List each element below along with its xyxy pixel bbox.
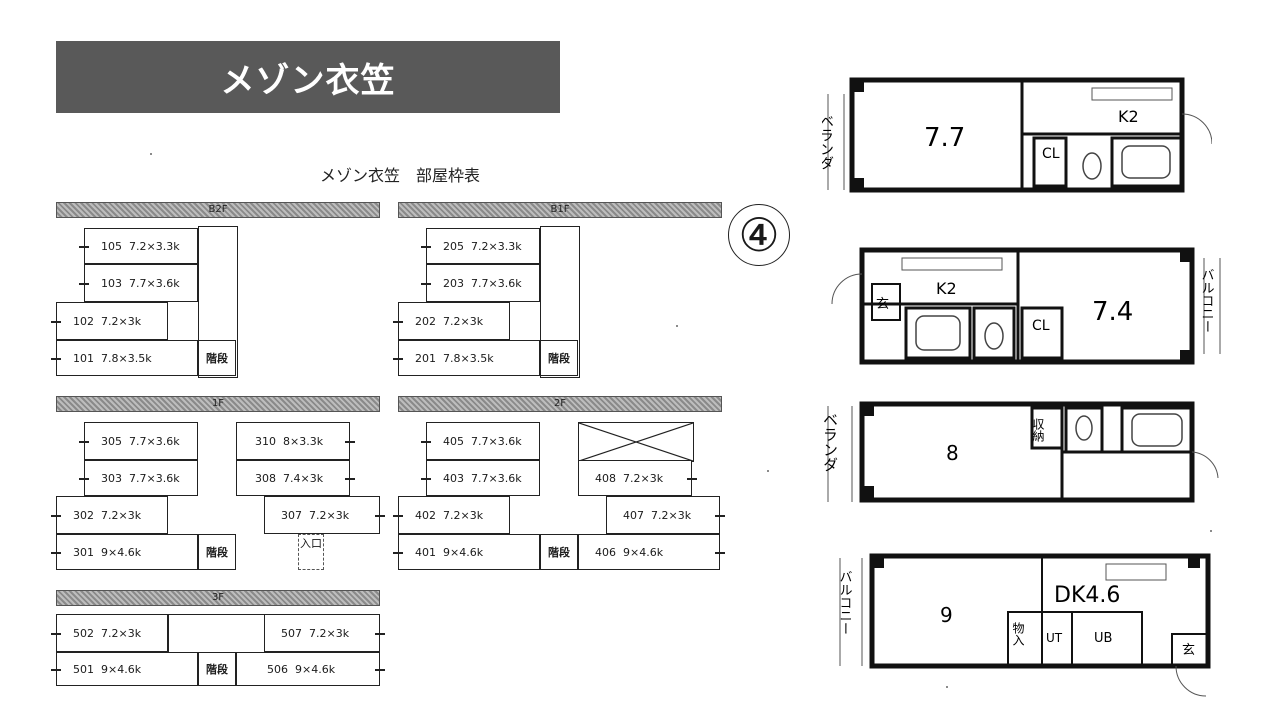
room-502: 502 7.2×3k (51, 614, 168, 652)
circled-number-badge: ④ (728, 204, 790, 266)
label-unit-bath: UB (1094, 631, 1112, 646)
room-201: 201 7.8×3.5k (393, 340, 540, 376)
building-outline (540, 226, 580, 378)
label-room-size: 9 (940, 603, 953, 627)
room-301: 301 9×4.6k (51, 534, 198, 570)
scan-speck (150, 153, 152, 155)
label-room-size: 7.4 (1092, 297, 1133, 327)
stairs: 階段 (198, 652, 236, 686)
label-room-size: 7.7 (924, 123, 965, 153)
room-405: 405 7.7×3.6k (421, 422, 540, 460)
room-303: 303 7.7×3.6k (79, 460, 198, 496)
floor-label-3f: 3F (56, 590, 380, 606)
floor-plan-9: バルコニー 9 DK4.6 物入 UT UB 玄 (837, 553, 1211, 697)
label-entrance: 玄 (1182, 643, 1195, 658)
room-308: 308 7.4×3k (236, 460, 355, 496)
room-307: 307 7.2×3k (264, 496, 385, 534)
label-closet: CL (1042, 146, 1060, 162)
stairs: 階段 (540, 534, 578, 570)
room-408: 408 7.2×3k (578, 460, 697, 496)
room-105: 105 7.2×3.3k (79, 228, 198, 264)
label-kitchen: K2 (1118, 107, 1139, 126)
label-storage: 収納 (1031, 418, 1045, 442)
room-310: 310 8×3.3k (236, 422, 355, 460)
room-403: 403 7.7×3.6k (421, 460, 540, 496)
room-506: 506 9×4.6k (236, 652, 385, 686)
room-406: 406 9×4.6k (578, 534, 725, 570)
label-kitchen: K2 (936, 279, 957, 298)
room-103: 103 7.7×3.6k (79, 264, 198, 302)
room-302: 302 7.2×3k (51, 496, 168, 534)
label-storage: 物入 (1011, 622, 1025, 646)
stairs: 階段 (198, 340, 236, 376)
room-205: 205 7.2×3.3k (421, 228, 540, 264)
room-501: 501 9×4.6k (51, 652, 198, 686)
entrance-marker: 入口 (298, 534, 324, 570)
diagram-subtitle: メゾン衣笠 部屋枠表 (319, 166, 480, 185)
stairs: 階段 (540, 340, 578, 376)
label-dining-kitchen: DK4.6 (1054, 583, 1120, 608)
stairs: 階段 (198, 534, 236, 570)
label-veranda: ベランダ (822, 114, 834, 170)
floor-plan-7-7: ベランダ 7.7 K2 CL (822, 77, 1212, 193)
corridor-outline (168, 614, 266, 654)
label-closet: CL (1032, 318, 1050, 334)
room-202: 202 7.2×3k (393, 302, 510, 340)
label-entrance: 玄 (876, 297, 889, 312)
label-veranda: ベランダ (822, 412, 839, 472)
floor-label-b2f: B2F (56, 202, 380, 218)
scan-speck (767, 470, 769, 472)
building-outline (198, 226, 238, 378)
room-401: 401 9×4.6k (393, 534, 540, 570)
floor-label-2f: 2F (398, 396, 722, 412)
room-305: 305 7.7×3.6k (79, 422, 198, 460)
title-banner: メゾン衣笠 (56, 41, 560, 113)
room-507: 507 7.2×3k (264, 614, 385, 652)
label-utility: UT (1046, 631, 1063, 645)
floor-label-1f: 1F (56, 396, 380, 412)
scan-speck (946, 686, 948, 688)
crossed-out-unit (578, 422, 694, 462)
page-title: メゾン衣笠 (220, 60, 396, 101)
scan-speck (1210, 530, 1212, 532)
label-balcony: バルコニー (1199, 268, 1215, 333)
floor-label-b1f: B1F (398, 202, 722, 218)
room-102: 102 7.2×3k (51, 302, 168, 340)
room-402: 402 7.2×3k (393, 496, 510, 534)
floor-plan-7-4: 玄 K2 CL 7.4 バルコニー (831, 247, 1221, 365)
scan-speck (676, 325, 678, 327)
room-203: 203 7.7×3.6k (421, 264, 540, 302)
label-room-size: 8 (946, 441, 959, 465)
floor-plan-8: ベランダ 8 収納 (822, 401, 1219, 503)
room-407: 407 7.2×3k (606, 496, 725, 534)
label-balcony: バルコニー (837, 570, 853, 635)
room-101: 101 7.8×3.5k (51, 340, 198, 376)
